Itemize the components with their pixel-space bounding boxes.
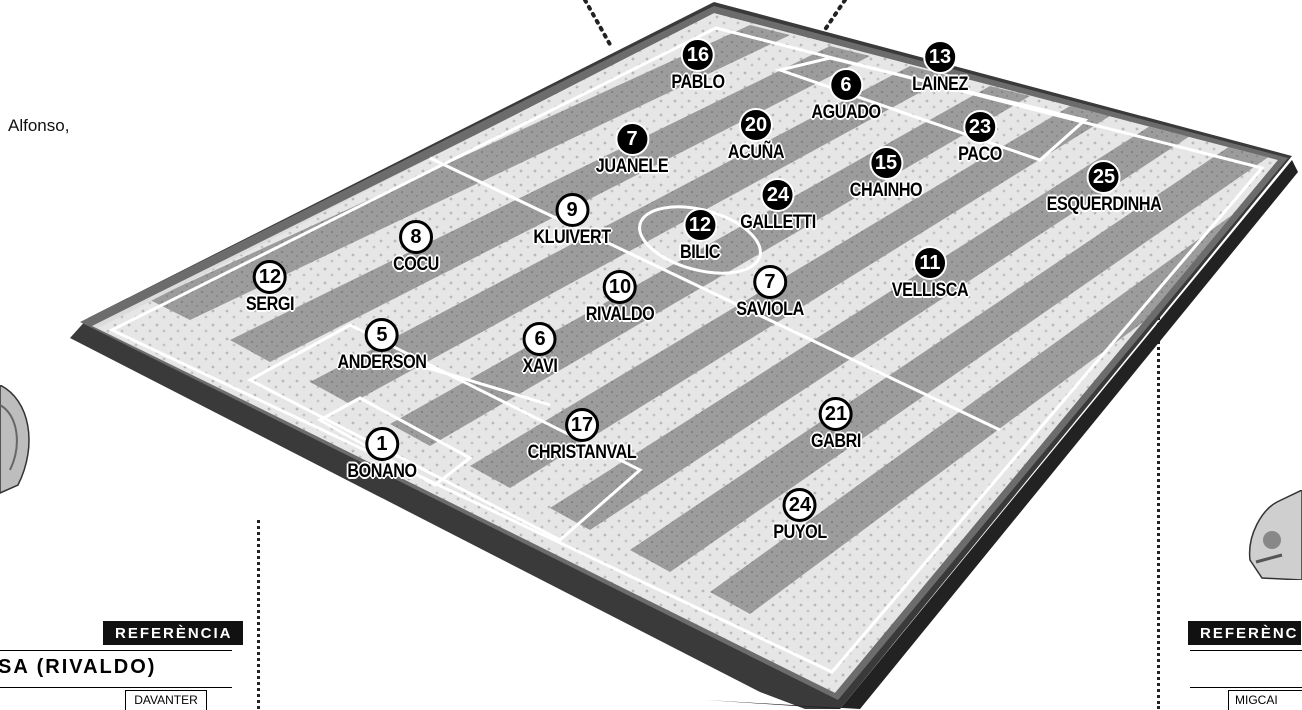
player-name: PUYOL xyxy=(773,522,827,544)
player-marker: 12 SERGI xyxy=(242,260,299,316)
player-marker: 15 CHAINHO xyxy=(843,146,928,202)
player-name: LAINEZ xyxy=(912,74,968,96)
player-number: 12 xyxy=(683,208,717,242)
player-name: ANDERSON xyxy=(337,352,426,374)
player-name: JUANELE xyxy=(596,156,668,178)
player-marker: 7 JUANELE xyxy=(589,122,674,178)
player-name: RIVALDO xyxy=(586,304,655,326)
player-number: 17 xyxy=(565,408,599,442)
player-marker: 8 COCU xyxy=(389,220,443,276)
player-number: 24 xyxy=(761,178,795,212)
player-number: 20 xyxy=(739,108,773,142)
player-marker: 24 GALLETTI xyxy=(734,178,823,234)
player-name: AGUADO xyxy=(811,102,880,124)
player-number: 11 xyxy=(913,246,947,280)
player-marker: 25 ESQUERDINHA xyxy=(1037,160,1172,216)
player-number: 25 xyxy=(1087,160,1121,194)
player-number: 6 xyxy=(523,322,557,356)
player-marker: 21 GABRI xyxy=(807,397,866,453)
reference-divider xyxy=(0,687,232,688)
position-label: DAVANTER xyxy=(125,690,207,710)
player-marker: 5 ANDERSON xyxy=(330,318,435,374)
player-marker: 16 PABLO xyxy=(667,38,730,94)
player-number: 13 xyxy=(923,40,957,74)
player-number: 5 xyxy=(365,318,399,352)
player-name: ESQUERDINHA xyxy=(1047,194,1162,216)
player-name: SERGI xyxy=(246,294,294,316)
player-marker: 24 PUYOL xyxy=(769,488,832,544)
player-name: XAVI xyxy=(523,356,558,378)
player-number: 23 xyxy=(963,110,997,144)
player-number: 16 xyxy=(681,38,715,72)
player-name: CHRISTANVAL xyxy=(528,442,637,464)
player-name: COCU xyxy=(393,254,439,276)
player-marker: 23 PACO xyxy=(954,110,1005,166)
player-name: BONANO xyxy=(347,461,416,483)
position-label: MIGCAI xyxy=(1228,690,1302,710)
player-name: PACO xyxy=(958,144,1002,166)
player-name: GALLETTI xyxy=(740,212,816,234)
player-number: 7 xyxy=(753,265,787,299)
player-name: GABRI xyxy=(811,431,861,453)
player-marker: 1 BONANO xyxy=(341,427,422,483)
player-number: 8 xyxy=(399,220,433,254)
reference-badge: REFERÈNC xyxy=(1188,621,1301,645)
player-name: SAVIOLA xyxy=(736,299,804,321)
reference-divider xyxy=(1190,650,1302,651)
player-marker: 6 AGUADO xyxy=(805,68,886,124)
player-number: 7 xyxy=(615,122,649,156)
player-name: VELLISCA xyxy=(892,280,968,302)
player-number: 1 xyxy=(365,427,399,461)
player-number: 24 xyxy=(783,488,817,522)
reference-divider xyxy=(0,650,232,651)
reference-player-name: SA (RIVALDO) xyxy=(0,656,156,679)
player-marker: 6 XAVI xyxy=(520,322,561,378)
player-marker: 11 VELLISCA xyxy=(885,246,975,302)
player-name: BILIC xyxy=(680,242,720,264)
player-marker: 13 LAINEZ xyxy=(907,40,973,96)
player-number: 12 xyxy=(253,260,287,294)
player-marker: 17 CHRISTANVAL xyxy=(518,408,646,464)
player-number: 6 xyxy=(829,68,863,102)
player-number: 10 xyxy=(603,270,637,304)
reference-badge: REFERÈNCIA xyxy=(103,621,243,645)
player-marker: 9 KLUIVERT xyxy=(527,193,618,249)
player-marker: 10 RIVALDO xyxy=(580,270,661,326)
player-name: CHAINHO xyxy=(850,180,922,202)
player-number: 9 xyxy=(555,193,589,227)
player-number: 21 xyxy=(819,397,853,431)
player-marker: 7 SAVIOLA xyxy=(730,265,810,321)
player-name: KLUIVERT xyxy=(533,227,610,249)
player-number: 15 xyxy=(869,146,903,180)
reference-divider xyxy=(1190,687,1302,688)
player-marker: 12 BILIC xyxy=(676,208,723,264)
player-name: ACUÑA xyxy=(728,142,784,164)
player-marker: 20 ACUÑA xyxy=(723,108,789,164)
player-name: PABLO xyxy=(671,72,724,94)
